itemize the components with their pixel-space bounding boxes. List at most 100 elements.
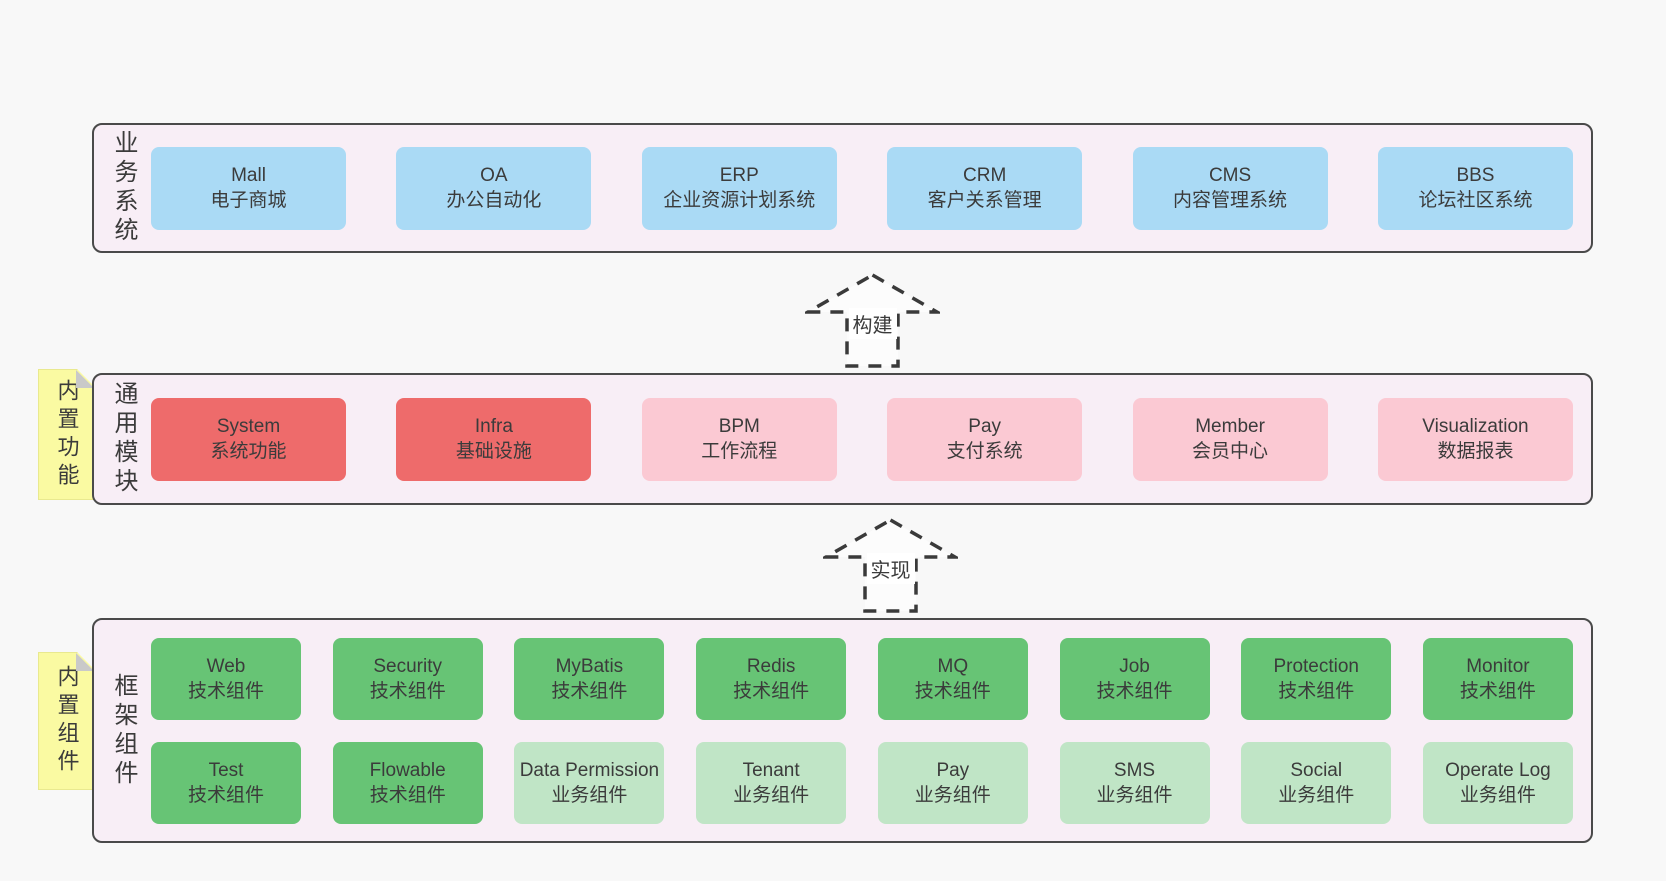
box-subtitle: 业务组件 bbox=[551, 784, 628, 806]
box-title: Social bbox=[1290, 759, 1343, 781]
components-box-row-1: Web 技术组件 Security 技术组件 MyBatis 技术组件 Redi… bbox=[151, 637, 1573, 720]
box-subtitle: 企业资源计划系统 bbox=[663, 190, 816, 211]
box-title: Test bbox=[208, 759, 244, 781]
box-oa: OA 办公自动化 bbox=[396, 146, 592, 230]
box-title: Infra bbox=[474, 416, 513, 437]
box-pay-component: Pay 业务组件 bbox=[877, 741, 1028, 824]
box-title: Tenant bbox=[742, 759, 800, 781]
box-data-permission: Data Permission 业务组件 bbox=[514, 741, 665, 824]
box-title: System bbox=[216, 416, 281, 437]
box-redis: Redis 技术组件 bbox=[696, 637, 847, 720]
business-box-row: Mall 电子商城 OA 办公自动化 ERP 企业资源计划系统 CRM 客户关系… bbox=[151, 146, 1573, 230]
build-arrow-label: 构建 bbox=[848, 308, 897, 339]
implement-arrow: 实现 bbox=[823, 517, 958, 614]
box-subtitle: 客户关系管理 bbox=[927, 190, 1042, 211]
box-title: BPM bbox=[718, 416, 760, 437]
box-subtitle: 业务组件 bbox=[1096, 784, 1173, 806]
box-cms: CMS 内容管理系统 bbox=[1132, 146, 1328, 230]
box-subtitle: 内容管理系统 bbox=[1173, 190, 1288, 211]
box-pay-module: Pay 支付系统 bbox=[887, 397, 1083, 481]
box-title: Job bbox=[1119, 655, 1150, 677]
box-social: Social 业务组件 bbox=[1241, 741, 1392, 824]
box-visualization: Visualization 数据报表 bbox=[1377, 397, 1573, 481]
box-monitor: Monitor 技术组件 bbox=[1422, 637, 1573, 720]
box-title: Security bbox=[373, 655, 443, 677]
box-title: MQ bbox=[937, 655, 969, 677]
note-built-in-features: 内置功能 bbox=[38, 369, 95, 500]
note-label: 内置组件 bbox=[54, 665, 80, 777]
box-subtitle: 业务组件 bbox=[733, 784, 810, 806]
box-title: Web bbox=[206, 655, 246, 677]
box-sms: SMS 业务组件 bbox=[1059, 741, 1210, 824]
box-subtitle: 系统功能 bbox=[210, 441, 287, 462]
box-subtitle: 论坛社区系统 bbox=[1418, 190, 1533, 211]
box-title: OA bbox=[480, 165, 508, 186]
box-subtitle: 业务组件 bbox=[1459, 784, 1536, 806]
box-subtitle: 技术组件 bbox=[551, 680, 628, 702]
box-subtitle: 技术组件 bbox=[733, 680, 810, 702]
note-label: 内置功能 bbox=[54, 378, 80, 491]
box-title: Operate Log bbox=[1445, 759, 1551, 781]
box-title: Mall bbox=[231, 165, 266, 186]
box-subtitle: 技术组件 bbox=[1096, 680, 1173, 702]
box-subtitle: 技术组件 bbox=[187, 784, 264, 806]
build-arrow: 构建 bbox=[805, 272, 940, 369]
panel-framework-components: 框架组件 Web 技术组件 Security 技术组件 MyBatis 技术组件… bbox=[92, 618, 1593, 843]
box-subtitle: 技术组件 bbox=[187, 680, 264, 702]
box-infra: Infra 基础设施 bbox=[396, 397, 592, 481]
box-mq: MQ 技术组件 bbox=[877, 637, 1028, 720]
components-rows: Web 技术组件 Security 技术组件 MyBatis 技术组件 Redi… bbox=[151, 637, 1573, 824]
box-subtitle: 业务组件 bbox=[914, 784, 991, 806]
box-title: Redis bbox=[746, 655, 796, 677]
box-mall: Mall 电子商城 bbox=[151, 146, 346, 230]
box-mybatis: MyBatis 技术组件 bbox=[514, 637, 665, 720]
box-subtitle: 会员中心 bbox=[1192, 441, 1269, 462]
box-subtitle: 数据报表 bbox=[1437, 441, 1514, 462]
box-web: Web 技术组件 bbox=[151, 637, 301, 720]
box-title: CRM bbox=[963, 165, 1007, 186]
panel-modules-side-label: 通用模块 bbox=[110, 381, 137, 497]
box-subtitle: 基础设施 bbox=[455, 441, 532, 462]
box-crm: CRM 客户关系管理 bbox=[887, 146, 1083, 230]
box-subtitle: 技术组件 bbox=[1278, 680, 1355, 702]
panel-business-systems: 业务系统 Mall 电子商城 OA 办公自动化 ERP 企业资源计划系统 CRM… bbox=[92, 123, 1593, 253]
box-subtitle: 技术组件 bbox=[914, 680, 991, 702]
box-title: CMS bbox=[1208, 165, 1252, 186]
box-flowable: Flowable 技术组件 bbox=[332, 741, 483, 824]
box-title: Pay bbox=[968, 416, 1002, 437]
panel-components-side-label: 框架组件 bbox=[110, 672, 137, 789]
components-box-row-2: Test 技术组件 Flowable 技术组件 Data Permission … bbox=[151, 741, 1573, 824]
box-title: Data Permission bbox=[519, 759, 660, 781]
box-subtitle: 办公自动化 bbox=[446, 190, 542, 211]
box-bbs: BBS 论坛社区系统 bbox=[1377, 146, 1573, 230]
box-subtitle: 业务组件 bbox=[1278, 784, 1355, 806]
box-test: Test 技术组件 bbox=[151, 741, 301, 824]
box-system: System 系统功能 bbox=[151, 397, 346, 481]
box-title: ERP bbox=[719, 165, 759, 186]
box-title: Protection bbox=[1273, 655, 1359, 677]
box-bpm: BPM 工作流程 bbox=[641, 397, 837, 481]
panel-common-modules: 通用模块 System 系统功能 Infra 基础设施 BPM 工作流程 Pay… bbox=[92, 373, 1593, 505]
box-subtitle: 技术组件 bbox=[369, 784, 446, 806]
box-title: MyBatis bbox=[555, 655, 624, 677]
box-subtitle: 技术组件 bbox=[369, 680, 446, 702]
box-tenant: Tenant 业务组件 bbox=[696, 741, 847, 824]
box-title: SMS bbox=[1113, 759, 1156, 781]
panel-business-side-label: 业务系统 bbox=[110, 130, 137, 246]
box-subtitle: 电子商城 bbox=[210, 190, 287, 211]
box-subtitle: 技术组件 bbox=[1459, 680, 1536, 702]
box-subtitle: 工作流程 bbox=[701, 441, 778, 462]
box-title: Visualization bbox=[1422, 416, 1529, 437]
box-erp: ERP 企业资源计划系统 bbox=[641, 146, 837, 230]
box-subtitle: 支付系统 bbox=[946, 441, 1023, 462]
box-title: Member bbox=[1195, 416, 1265, 437]
box-protection: Protection 技术组件 bbox=[1241, 637, 1392, 720]
box-title: Monitor bbox=[1466, 655, 1530, 677]
modules-box-row: System 系统功能 Infra 基础设施 BPM 工作流程 Pay 支付系统… bbox=[151, 397, 1573, 481]
implement-arrow-label: 实现 bbox=[866, 553, 915, 584]
box-title: Pay bbox=[936, 759, 970, 781]
note-built-in-components: 内置组件 bbox=[38, 652, 95, 790]
box-job: Job 技术组件 bbox=[1059, 637, 1210, 720]
box-operate-log: Operate Log 业务组件 bbox=[1422, 741, 1573, 824]
